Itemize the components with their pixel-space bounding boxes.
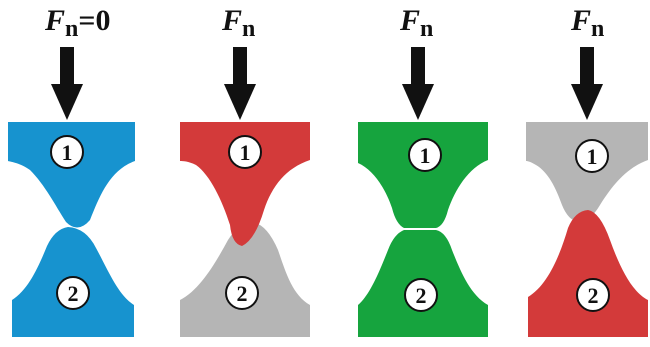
- panel-1: 1 2: [8, 47, 135, 337]
- force-label-1: Fn=0: [45, 4, 111, 42]
- svg-text:1: 1: [587, 144, 598, 169]
- body-2-label: 2: [576, 278, 610, 312]
- svg-text:2: 2: [416, 283, 427, 308]
- body-2-label: 2: [404, 278, 438, 312]
- panel-2: 1 2: [180, 47, 310, 337]
- force-arrow-3: [402, 47, 434, 120]
- force-arrow-1: [51, 47, 83, 120]
- panel-4: 1 2: [526, 47, 648, 337]
- body-1-top: [358, 122, 488, 228]
- body-2-bottom: [528, 210, 648, 337]
- svg-text:2: 2: [68, 281, 79, 306]
- body-1-label: 1: [50, 135, 84, 169]
- body-1-label: 1: [408, 138, 442, 172]
- force-label-4: Fn: [571, 4, 605, 42]
- force-label-2: Fn: [222, 4, 256, 42]
- svg-text:2: 2: [237, 281, 248, 306]
- body-2-label: 2: [56, 276, 90, 310]
- body-1-top: [180, 122, 310, 246]
- force-arrow-4: [571, 47, 603, 120]
- svg-text:1: 1: [420, 143, 431, 168]
- body-1-label: 1: [228, 135, 262, 169]
- svg-text:1: 1: [62, 140, 73, 165]
- body-1-top: [8, 122, 135, 228]
- force-arrow-2: [224, 47, 256, 120]
- svg-text:1: 1: [240, 140, 251, 165]
- svg-text:2: 2: [588, 283, 599, 308]
- force-label-3: Fn: [400, 4, 434, 42]
- body-2-label: 2: [225, 276, 259, 310]
- body-1-label: 1: [575, 139, 609, 173]
- panel-3: 1 2: [358, 47, 488, 337]
